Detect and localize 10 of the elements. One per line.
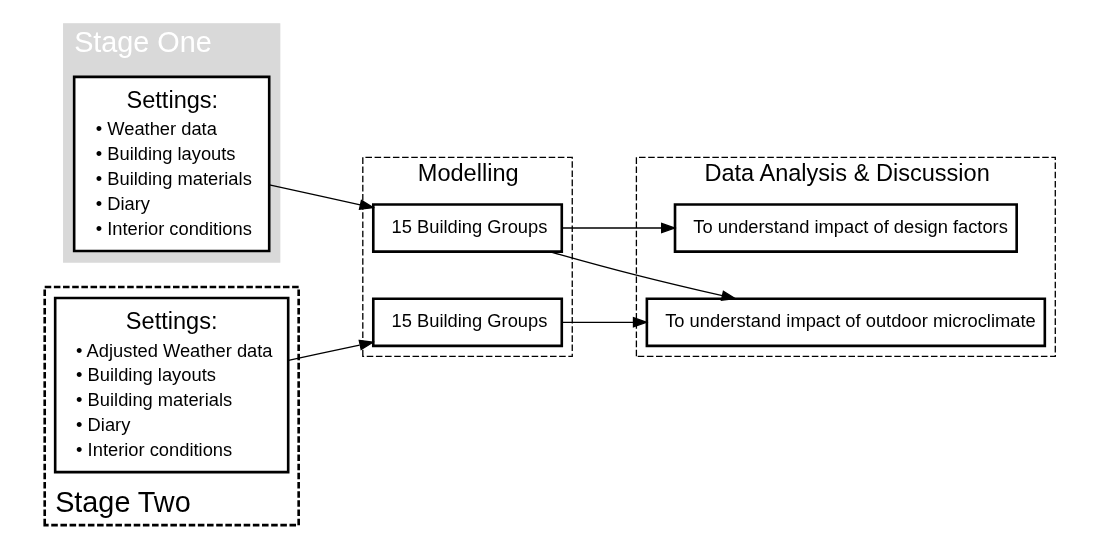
arrow — [287, 339, 375, 362]
node-box: To understand impact of outdoor microclimate — [645, 297, 1046, 348]
node-box: 15 Building Groups — [371, 297, 563, 348]
arrow — [268, 184, 375, 211]
arrow — [561, 316, 649, 328]
node-box: 15 Building Groups — [371, 203, 563, 253]
node-box: Settings: • Adjusted Weather data • Building layouts • Building materials • Diary • Interior conditions — [53, 296, 289, 474]
node-box: To understand impact of design factors — [673, 203, 1018, 253]
arrow — [561, 222, 677, 234]
node-box: Settings: • Weather data • Building layouts • Building materials • Diary • Interior conditions — [72, 75, 270, 253]
